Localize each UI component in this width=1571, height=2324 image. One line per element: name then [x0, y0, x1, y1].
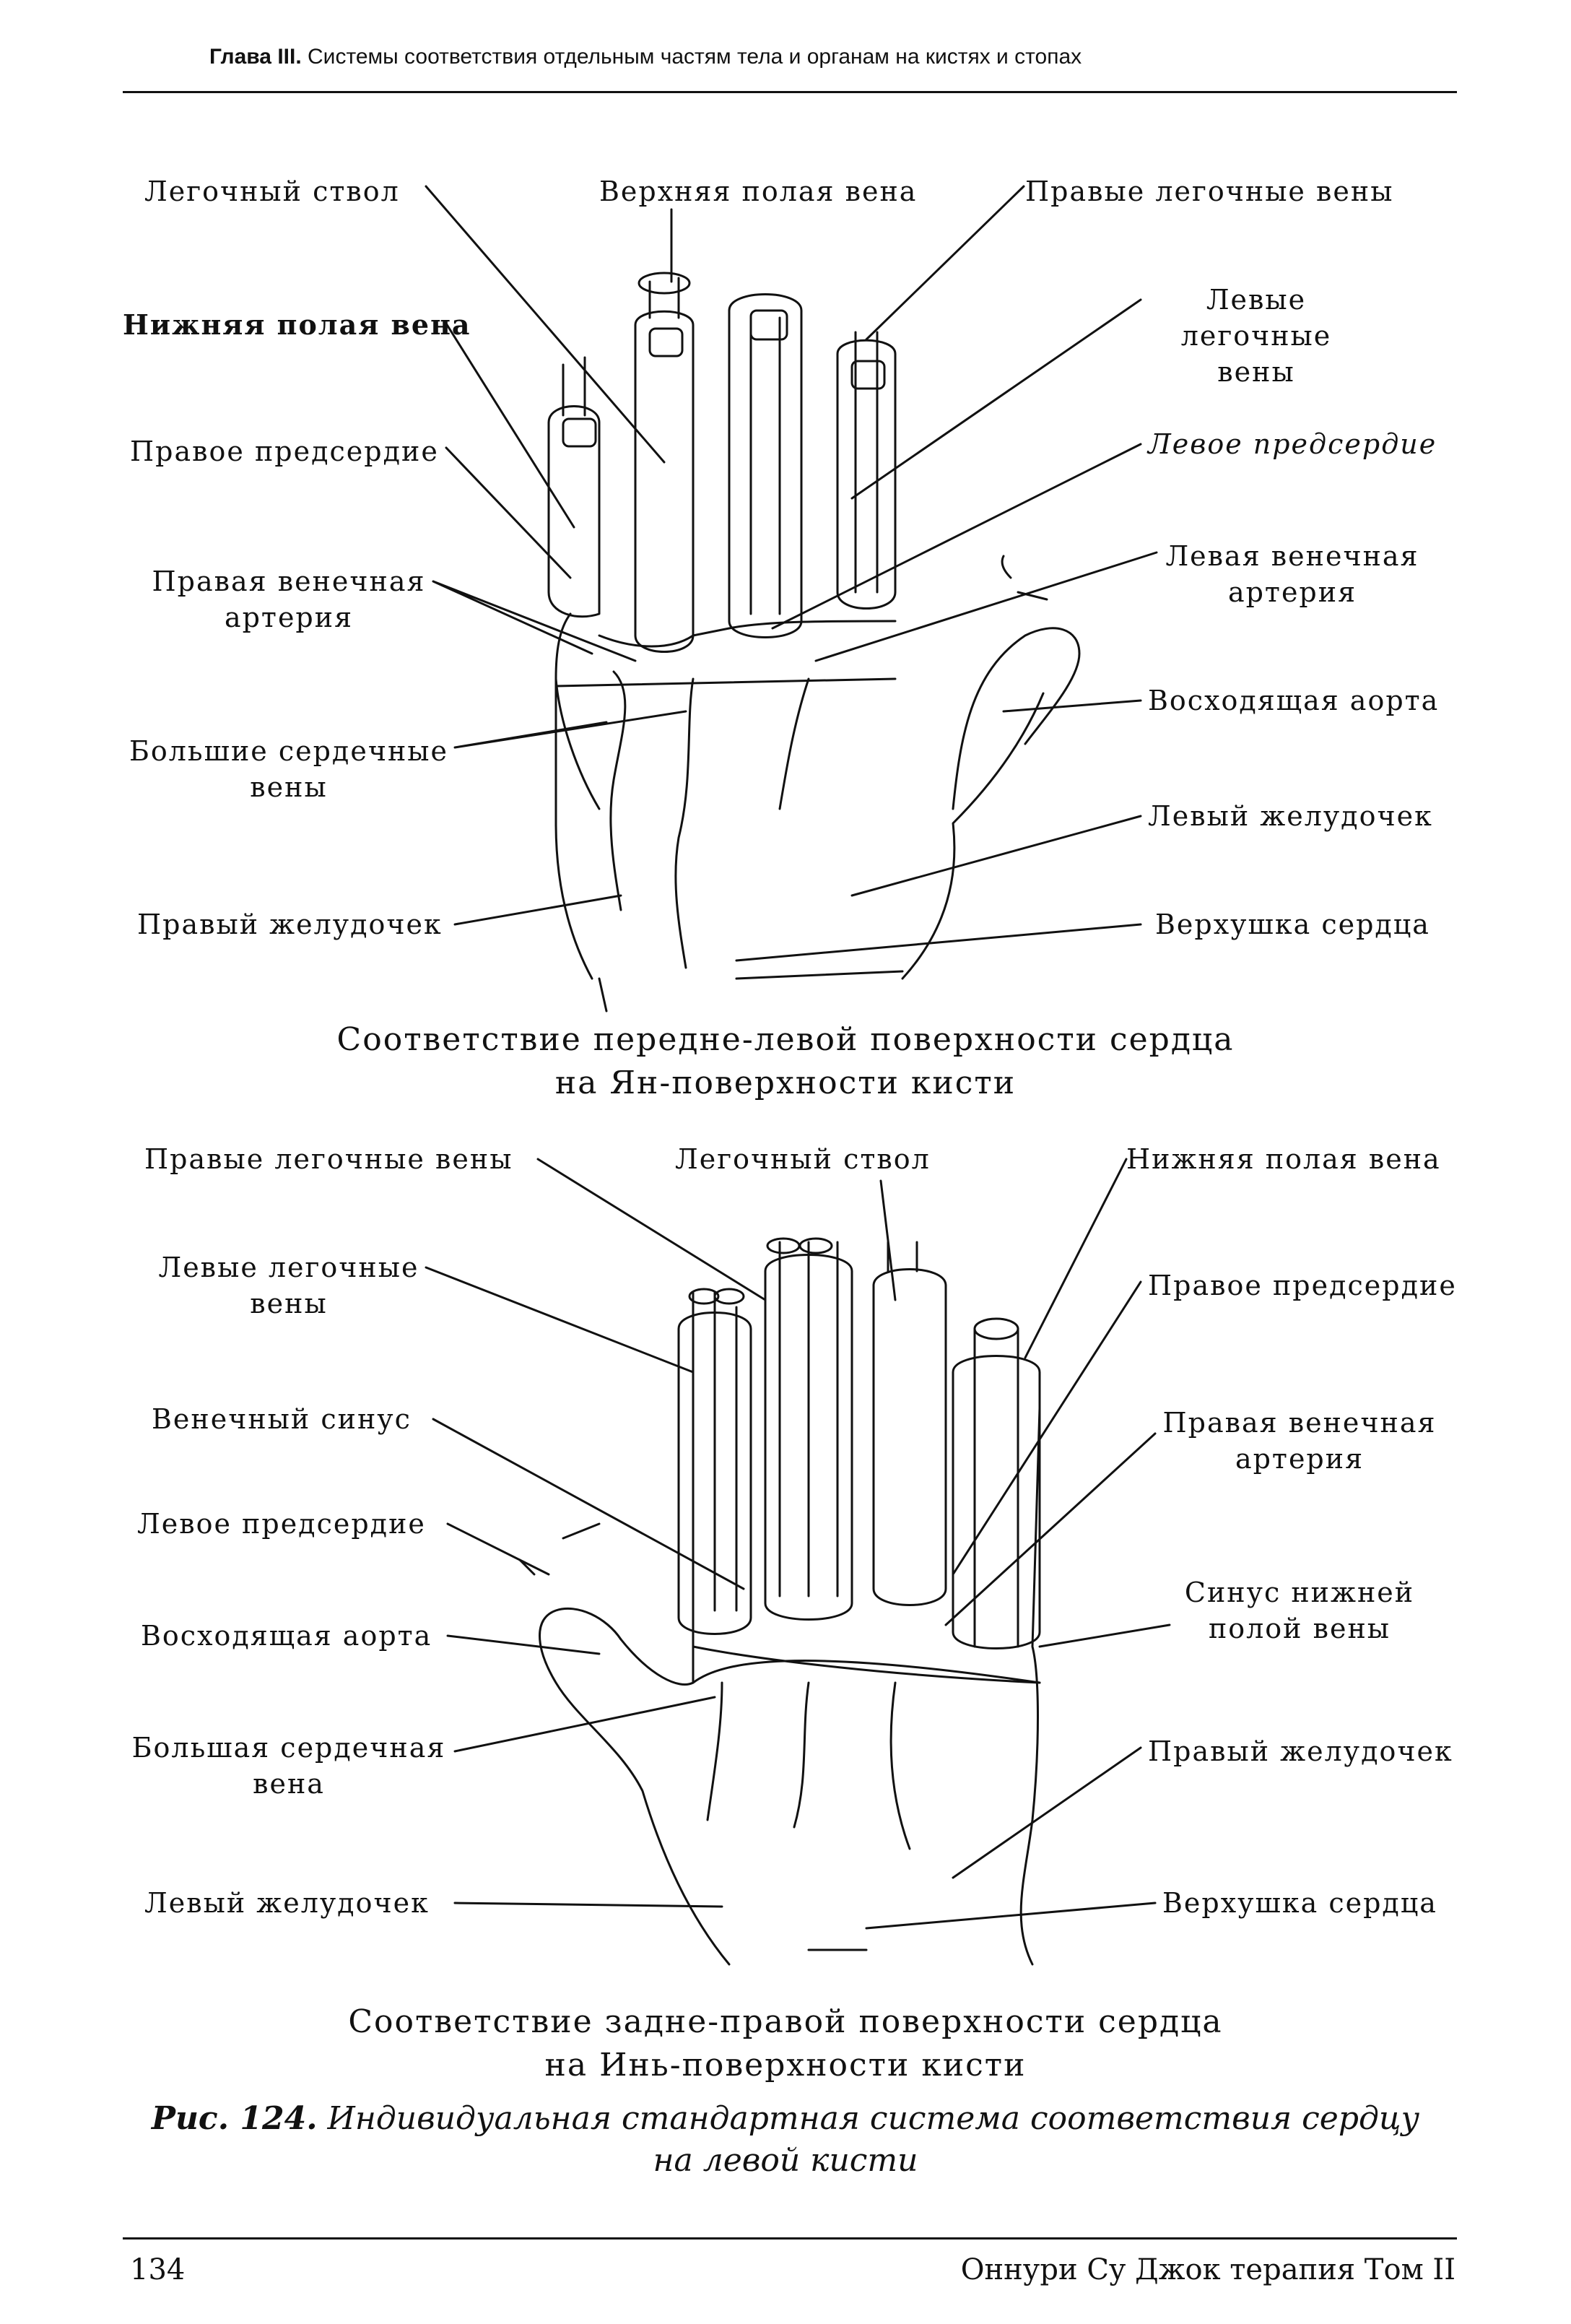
- figure-caption-text1: Индивидуальная стандартная система соотв…: [327, 2100, 1420, 2137]
- top-caption-line2: на Ян-поверхности кисти: [554, 1065, 1017, 1101]
- top-label-left-atrium: Левое предсердие: [1148, 428, 1437, 460]
- bottom-label-right-pulmonary-veins: Правые легочные вены: [144, 1143, 513, 1175]
- bottom-label-right-coronary-artery: Правая венечная артерия: [1162, 1407, 1437, 1475]
- running-head: Глава III. Системы соответствия отдельны…: [209, 45, 1458, 69]
- top-label-right-pulmonary-veins: Правые легочные вены: [1025, 175, 1394, 207]
- top-heart-vessels: [554, 555, 1048, 969]
- top-hand-outline: [554, 612, 1081, 1013]
- bottom-fingers: [677, 1237, 1041, 1649]
- top-label-right-ventricle: Правый желудочек: [137, 909, 443, 940]
- chapter-number: Глава III.: [209, 45, 302, 69]
- bottom-heart-vessels: [518, 1522, 1041, 1850]
- bottom-label-inferior-vena-cava: Нижняя полая вена: [1126, 1143, 1441, 1175]
- top-label-great-cardiac-veins: Большие сердечные вены: [129, 735, 449, 803]
- top-leader-lines: [425, 185, 1158, 962]
- figure-caption-line2: на левой кисти: [653, 2142, 918, 2179]
- chapter-title: Системы соответствия отдельным частям те…: [308, 45, 1082, 69]
- top-label-left-ventricle: Левый желудочек: [1148, 800, 1433, 832]
- bottom-label-ascending-aorta: Восходящая аорта: [141, 1620, 432, 1652]
- bottom-hand-outline: [539, 1407, 1041, 1966]
- figure-caption-line1: Рис. 124. Индивидуальная стандартная сис…: [0, 2098, 1571, 2140]
- bottom-label-left-atrium: Левое предсердие: [137, 1508, 426, 1540]
- top-caption-line1: Соответствие передне-левой поверхности с…: [336, 1021, 1235, 1058]
- bottom-label-great-cardiac-vein: Большая сердечная вена: [131, 1732, 446, 1800]
- bottom-label-ivc-sinus: Синус нижней полой вены: [1184, 1577, 1415, 1644]
- figure-number: Рис. 124.: [151, 2100, 318, 2137]
- bottom-label-apex: Верхушка сердца: [1162, 1887, 1437, 1919]
- top-label-right-atrium: Правое предсердие: [130, 435, 439, 467]
- top-label-left-pulmonary-veins: Левые легочные вены: [1180, 284, 1332, 388]
- bottom-label-pulmonary-trunk: Легочный ствол: [675, 1143, 931, 1175]
- bottom-caption-line1: Соответствие задне-правой поверхности се…: [348, 2003, 1223, 2040]
- book-title: Оннури Су Джок терапия Том II: [960, 2253, 1455, 2286]
- header-rule: [123, 91, 1457, 93]
- bottom-label-right-ventricle: Правый желудочек: [1148, 1735, 1453, 1767]
- top-label-inferior-vena-cava: Нижняя полая вена: [123, 308, 471, 341]
- bottom-label-coronary-sinus: Венечный синус: [152, 1403, 412, 1435]
- page-number: 134: [130, 2253, 186, 2286]
- footer-rule: [123, 2237, 1457, 2240]
- top-label-superior-vena-cava: Верхняя полая вена: [599, 175, 918, 207]
- bottom-label-left-ventricle: Левый желудочек: [144, 1887, 430, 1919]
- bottom-caption-line2: на Инь-поверхности кисти: [544, 2047, 1027, 2084]
- bottom-label-right-atrium: Правое предсердие: [1148, 1270, 1457, 1301]
- top-label-apex: Верхушка сердца: [1155, 909, 1430, 940]
- bottom-label-left-pulmonary-veins: Левые легочные вены: [158, 1252, 419, 1319]
- top-label-right-coronary-artery: Правая венечная артерия: [152, 565, 426, 633]
- top-label-pulmonary-trunk: Легочный ствол: [144, 175, 400, 207]
- top-label-ascending-aorta: Восходящая аорта: [1148, 685, 1440, 716]
- bottom-leader-lines: [425, 1158, 1171, 1930]
- top-label-left-coronary-artery: Левая венечная артерия: [1165, 540, 1419, 608]
